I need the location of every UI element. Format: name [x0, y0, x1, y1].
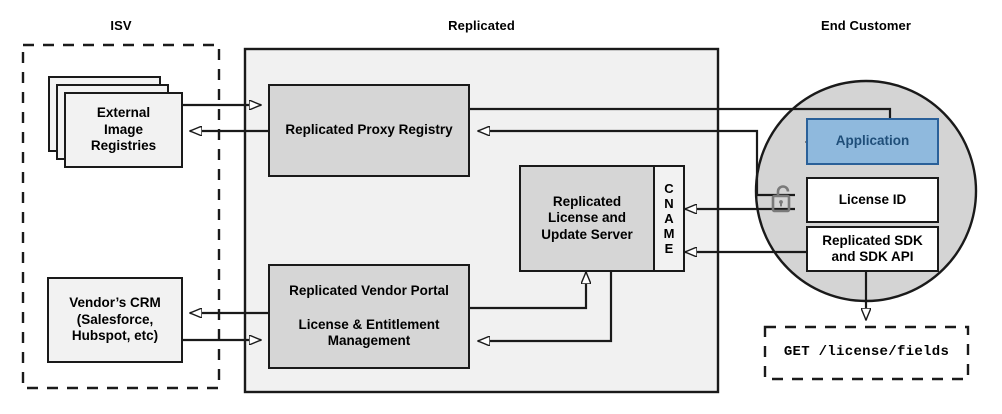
edge-vendorportal-to-licenseserver — [470, 272, 586, 310]
replicated-license-and-update-server[interactable]: Replicated License and Update Server — [519, 165, 655, 272]
zone-title-isv: ISV — [110, 18, 132, 33]
external-image-registries[interactable]: External Image Registries — [64, 92, 183, 168]
edge-licenseserver-to-vendorportal — [478, 272, 613, 341]
application[interactable]: Application — [806, 118, 939, 165]
vendor-portal-line1: Replicated Vendor Portal — [289, 283, 449, 299]
cname-letter-c: C — [664, 180, 674, 196]
zone-title-end-customer: End Customer — [820, 18, 912, 33]
cname-letter-n: N — [664, 195, 674, 211]
sdk-line2: and SDK API — [831, 249, 914, 264]
external-image-registries-line3: Registries — [90, 138, 157, 154]
external-image-registries-line1: External — [96, 105, 151, 121]
vendor-portal-sublabel: License & Entitlement Management — [298, 317, 439, 350]
cname-strip[interactable]: C N A M E — [655, 165, 685, 272]
zone-isv-border — [21, 43, 221, 390]
license-server-line3: Update Server — [541, 226, 633, 242]
replicated-vendor-portal[interactable]: Replicated Vendor Portal License & Entit… — [268, 264, 470, 369]
vendor-portal-line2: License & Entitlement — [298, 316, 440, 332]
api-call-dashed-box — [763, 325, 970, 381]
sdk-line1: Replicated SDK — [822, 232, 923, 248]
external-image-registries-line2: Image — [103, 121, 144, 137]
license-server-line1: Replicated — [552, 193, 622, 209]
zone-title-replicated: Replicated — [448, 18, 515, 33]
cname-letter-e: E — [664, 241, 674, 257]
license-server-line2: License and — [547, 210, 627, 226]
vendors-crm-line1: Vendor’s CRM — [69, 295, 161, 311]
vendors-crm-line2: (Salesforce, — [76, 311, 154, 327]
vendor-portal-line3: Management — [327, 333, 411, 349]
vendors-crm[interactable]: Vendor’s CRM (Salesforce, Hubspot, etc) — [47, 277, 183, 363]
unlock-icon — [769, 182, 797, 214]
vendors-crm-line3: Hubspot, etc) — [71, 328, 159, 344]
replicated-sdk-and-sdk-api[interactable]: Replicated SDK and SDK API — [806, 226, 939, 272]
replicated-proxy-registry[interactable]: Replicated Proxy Registry — [268, 84, 470, 177]
cname-letter-a: A — [664, 210, 674, 226]
cname-letter-m: M — [663, 226, 675, 242]
license-id[interactable]: License ID — [806, 177, 939, 223]
api-call-label: GET /license/fields — [783, 344, 950, 361]
